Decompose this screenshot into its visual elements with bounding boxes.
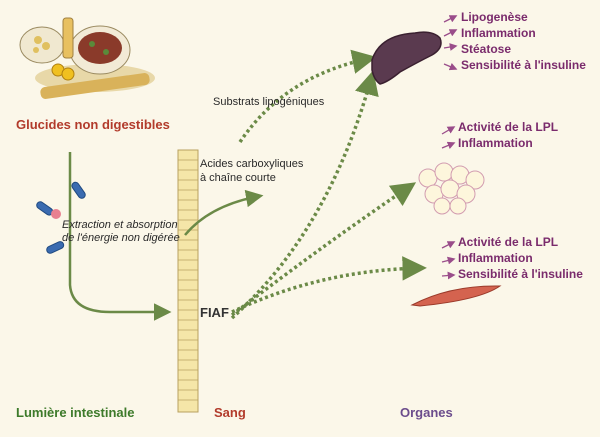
adipose-effect-arrow-1 xyxy=(441,126,456,135)
arrow-fiaf-to-muscle xyxy=(231,256,427,314)
adipose-effects-list: Activité de la LPL Inflammation xyxy=(458,119,558,151)
liver-effect-arrow-3 xyxy=(443,43,458,51)
arrow-fiaf-to-liver xyxy=(230,70,379,320)
bacteria-icons xyxy=(36,181,86,254)
liver-effect: Sensibilité à l'insuline xyxy=(461,58,586,72)
label-substrats: Substrats lipogéniques xyxy=(213,96,325,108)
arrow-to-liver-substrats xyxy=(238,49,377,143)
adipose-shape xyxy=(418,162,485,215)
adipose-effect: Inflammation xyxy=(458,136,533,150)
muscle-effect: Sensibilité à l'insuline xyxy=(458,267,583,281)
adipose-effect-arrow-2 xyxy=(441,141,456,149)
liver-effect-arrow-2 xyxy=(443,29,458,37)
muscle-effect-arrow-1 xyxy=(441,241,456,249)
label-extraction-line1: Extraction et absorption xyxy=(62,219,178,231)
label-acides-line2: à chaîne courte xyxy=(200,172,276,184)
arrow-lumen-to-fiaf xyxy=(68,230,172,321)
muscle-effect-arrow-3 xyxy=(441,271,456,280)
liver-effect: Inflammation xyxy=(461,26,536,40)
muscle-effect: Inflammation xyxy=(458,251,533,265)
blood-column xyxy=(177,149,199,413)
arrow-lumen-to-scfa xyxy=(184,189,264,236)
muscle-effects-list: Activité de la LPL Inflammation Sensibil… xyxy=(458,234,583,282)
muscle-effect: Activité de la LPL xyxy=(458,235,559,249)
label-extraction-line2: de l'énergie non digérée xyxy=(62,232,180,244)
liver-effect-arrow-1 xyxy=(443,15,458,23)
liver-effect: Lipogenèse xyxy=(461,10,528,24)
label-organes: Organes xyxy=(400,405,453,420)
muscle-shape xyxy=(410,285,502,307)
liver-shape xyxy=(371,31,442,85)
liver-effects-list: Lipogenèse Inflammation Stéatose Sensibi… xyxy=(461,9,586,73)
label-acides: Acides carboxyliques à chaîne courte xyxy=(200,157,303,185)
label-extraction: Extraction et absorption de l'énergie no… xyxy=(62,219,180,245)
adipose-effect: Activité de la LPL xyxy=(458,120,559,134)
label-sang: Sang xyxy=(214,405,246,420)
liver-effect-arrow-4 xyxy=(443,63,458,71)
label-glucides: Glucides non digestibles xyxy=(16,117,170,132)
liver-effect: Stéatose xyxy=(461,42,512,56)
label-acides-line1: Acides carboxyliques xyxy=(200,158,304,170)
food-illustration xyxy=(19,17,155,99)
label-fiaf: FIAF xyxy=(200,305,229,320)
label-lumiere: Lumière intestinale xyxy=(16,405,135,420)
muscle-effect-arrow-2 xyxy=(441,256,456,265)
